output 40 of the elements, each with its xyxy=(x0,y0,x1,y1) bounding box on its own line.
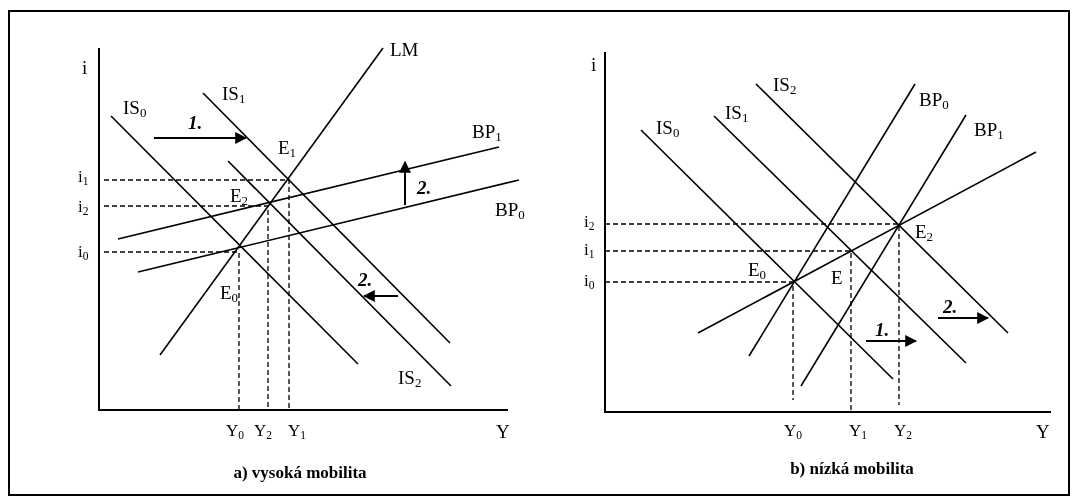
point-label: E$_{0}$ xyxy=(220,283,239,302)
curve-label: BP$_{0}$ xyxy=(495,200,525,219)
step-label: 2. xyxy=(417,178,432,197)
tick-label: i$_{1}$ xyxy=(584,241,595,258)
point-label: E$_{2}$ xyxy=(230,186,249,205)
point-label: E$_{1}$ xyxy=(278,138,297,157)
panel-caption: b) nízká mobilita xyxy=(790,460,914,477)
point-label: E$_{0}$ xyxy=(748,260,767,279)
tick-label: Y$_{1}$ xyxy=(849,422,868,439)
axis-label: Y xyxy=(496,422,510,441)
curve-label: IS$_{0}$ xyxy=(656,118,680,137)
curve-label: LM xyxy=(390,40,419,59)
tick-label: Y$_{2}$ xyxy=(894,422,913,439)
curve-label: IS$_{2}$ xyxy=(773,75,797,94)
curve-label: IS$_{0}$ xyxy=(123,98,147,117)
tick-label: i$_{0}$ xyxy=(584,272,595,289)
curve-label: IS$_{1}$ xyxy=(725,103,749,122)
point-label: E$_{2}$ xyxy=(915,222,934,241)
step-label: 2. xyxy=(943,297,958,316)
axis-label: i xyxy=(82,58,88,77)
tick-label: Y$_{0}$ xyxy=(226,422,245,439)
axis-label: i xyxy=(591,55,597,74)
step-label: 2. xyxy=(358,270,373,289)
tick-label: Y$_{0}$ xyxy=(784,422,803,439)
panel-caption: a) vysoká mobilita xyxy=(233,464,367,481)
point-label: E xyxy=(831,268,843,287)
tick-label: i$_{0}$ xyxy=(78,243,89,260)
tick-label: Y$_{1}$ xyxy=(288,422,307,439)
tick-label: i$_{1}$ xyxy=(78,168,89,185)
step-label: 1. xyxy=(875,320,890,339)
tick-label: i$_{2}$ xyxy=(584,213,595,230)
axis-label: Y xyxy=(1036,422,1050,441)
curve-label: BP$_{0}$ xyxy=(919,90,949,109)
tick-label: i$_{2}$ xyxy=(78,198,89,215)
curve-label: IS$_{1}$ xyxy=(222,84,246,103)
curve-label: BP$_{1}$ xyxy=(974,120,1004,139)
step-label: 1. xyxy=(188,113,203,132)
curve-label: BP$_{1}$ xyxy=(472,122,502,141)
curve-label: IS$_{2}$ xyxy=(398,368,422,387)
tick-label: Y$_{2}$ xyxy=(254,422,273,439)
